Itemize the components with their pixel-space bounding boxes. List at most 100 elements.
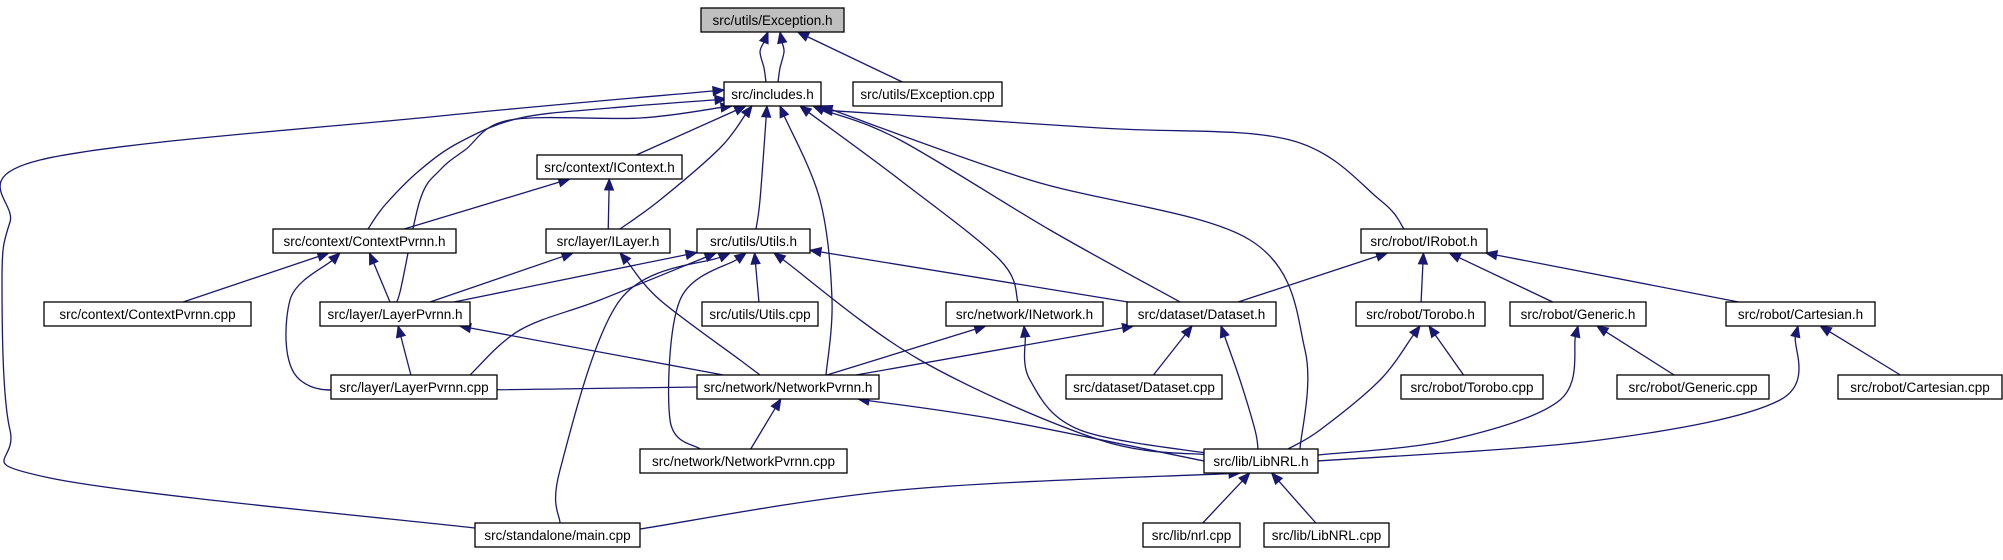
node-box [1263,522,1390,548]
arrowhead-icon [796,31,811,42]
node-layerpvrnn-h[interactable]: src/layer/LayerPvrnn.h [319,301,471,327]
node-box [474,522,641,548]
edge-line [0,90,714,529]
node-generic-cpp[interactable]: src/robot/Generic.cpp [1616,374,1770,400]
edge-libnrl-h-to-inetwork-h [1020,324,1221,456]
edge-line [1224,336,1259,450]
edge-line [782,258,1211,456]
node-generic-h[interactable]: src/robot/Generic.h [1509,301,1647,327]
node-label: src/utils/Utils.h [710,234,797,249]
node-inetwork-h[interactable]: src/network/INetwork.h [945,301,1104,327]
edge-line [470,327,724,376]
node-nrl-cpp[interactable]: src/lib/nrl.cpp [1142,522,1241,548]
node-box [852,81,1003,107]
edge-line [750,408,776,450]
node-cartesian-h[interactable]: src/robot/Cartesian.h [1725,301,1876,327]
edge-line [1237,255,1378,303]
node-contextpvrnn-h[interactable]: src/context/ContextPvrnn.h [272,228,457,254]
node-label: src/network/INetwork.h [956,307,1093,322]
node-irobot-h[interactable]: src/robot/IRobot.h [1360,228,1488,254]
node-label: src/standalone/main.cpp [484,528,630,543]
node-box [1837,374,2003,400]
node-label: src/robot/Cartesian.cpp [1850,380,1990,395]
edge-main-cpp-to-libnrl-h [639,468,1242,530]
arrowhead-icon [772,252,787,265]
node-utils-cpp[interactable]: src/utils/Utils.cpp [701,301,819,327]
node-label: src/dataset/Dataset.h [1138,307,1266,322]
node-box [1509,301,1647,327]
edge-nrl-cpp-to-libnrl-h [1202,472,1251,524]
node-exception-h: src/utils/Exception.h [700,7,845,33]
arrowhead-icon [779,104,790,119]
node-box [536,154,683,180]
edge-line [393,106,722,304]
node-box [723,81,822,107]
node-main-cpp[interactable]: src/standalone/main.cpp [474,522,641,548]
edge-line [1605,331,1675,376]
edge-layerpvrnn-h-to-contextpvrnn-h [369,251,391,303]
edge-line [639,472,1230,530]
node-ilayer-h[interactable]: src/layer/ILayer.h [545,228,671,254]
edge-line [285,260,698,391]
node-box [272,228,457,254]
edge-networkpvrnn-cpp-to-utils-h [667,252,748,450]
edge-line [823,109,1181,303]
arrowhead-icon [1408,324,1421,339]
edge-utils-cpp-to-utils-h [750,251,761,303]
node-box [700,7,845,33]
node-box [1065,374,1223,400]
node-contextpvrnn-cpp[interactable]: src/context/ContextPvrnn.cpp [43,301,252,327]
node-libnrl-cpp[interactable]: src/lib/LibNRL.cpp [1263,522,1390,548]
arrowhead-icon [750,251,761,265]
arrowhead-icon [712,85,726,97]
node-utils-h[interactable]: src/utils/Utils.h [696,228,811,254]
node-torobo-h[interactable]: src/robot/Torobo.h [1355,301,1486,327]
node-label: src/utils/Utils.cpp [709,307,810,322]
node-box [1126,301,1277,327]
node-libnrl-h[interactable]: src/lib/LibNRL.h [1203,448,1319,474]
arrowhead-icon [1180,324,1193,339]
edge-icontext-h-to-includes-h [636,105,747,156]
nodes-layer: src/utils/Exception.h src/includes.h src/u… [43,7,2003,548]
edge-libnrl-h-to-generic-h [1317,324,1581,456]
arrowhead-icon [1020,324,1031,339]
node-torobo-cpp[interactable]: src/robot/Torobo.cpp [1400,374,1544,400]
node-dataset-cpp[interactable]: src/dataset/Dataset.cpp [1065,374,1223,400]
edge-layerpvrnn-h-to-ilayer-h [429,251,575,303]
edge-contextpvrnn-h-to-includes-h [367,94,728,230]
arrowhead-icon [603,177,615,191]
node-networkpvrnn-cpp[interactable]: src/network/NetworkPvrnn.cpp [639,448,848,474]
node-box [1360,228,1488,254]
edge-generic-h-to-irobot-h [1448,252,1553,303]
node-label: src/robot/Torobo.h [1366,307,1475,322]
node-dataset-h[interactable]: src/dataset/Dataset.h [1126,301,1277,327]
edge-dataset-h-to-includes-h [811,105,1181,303]
edge-ilayer-h-to-includes-h [619,104,753,230]
node-label: src/lib/LibNRL.h [1213,454,1308,469]
arrowhead-icon [740,104,753,119]
edge-line [469,256,707,376]
arrowhead-icon [395,324,407,339]
node-networkpvrnn-h[interactable]: src/network/NetworkPvrnn.h [696,374,880,400]
edge-layerpvrnn-h-to-utils-h [453,249,699,303]
arrowhead-icon [808,246,823,258]
arrowhead-icon [1238,472,1251,485]
edge-line [820,251,1128,303]
edge-line [1278,480,1317,524]
node-exception-cpp[interactable]: src/utils/Exception.cpp [852,81,1003,107]
edge-main-cpp-to-utils-h [554,252,732,524]
node-layerpvrnn-cpp[interactable]: src/layer/LayerPvrnn.cpp [330,374,498,400]
edge-line [400,336,412,376]
node-cartesian-cpp[interactable]: src/robot/Cartesian.cpp [1837,374,2003,400]
edge-line [453,254,687,303]
node-includes-h[interactable]: src/includes.h [723,81,822,107]
node-icontext-h[interactable]: src/context/IContext.h [536,154,683,180]
edge-torobo-h-to-irobot-h [1417,251,1429,303]
edge-exception-h-to-includes-h [777,30,788,83]
node-box [696,228,811,254]
edge-line [182,255,319,303]
edge-networkpvrnn-h-to-layerpvrnn-h [458,322,724,376]
edge-line [1829,331,1901,376]
node-label: src/lib/LibNRL.cpp [1272,528,1382,543]
